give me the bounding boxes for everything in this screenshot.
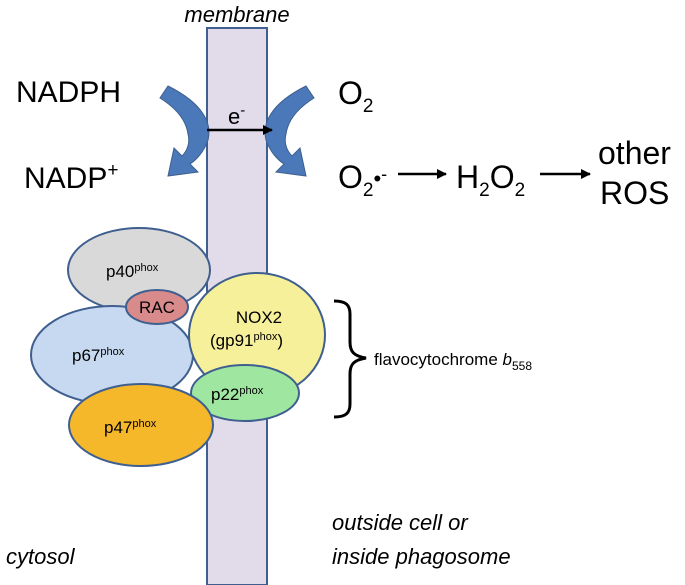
electron-label: e-	[228, 102, 245, 129]
nadph-label: NADPH	[16, 76, 121, 109]
cytosol-label: cytosol	[6, 544, 76, 569]
rac-ellipse	[125, 289, 189, 325]
p67-phox-label: p67phox	[72, 346, 125, 365]
p22-phox-label: p22phox	[211, 385, 264, 404]
nadph-curved-arrow	[159, 85, 210, 177]
flavocytochrome-brace	[333, 299, 367, 419]
p40-phox-label: p40phox	[106, 262, 159, 281]
nox2-label: NOX2	[236, 308, 282, 327]
p22-phox-ellipse	[190, 364, 300, 422]
flavocytochrome-label: flavocytochrome b558	[374, 350, 532, 373]
oxygen-curved-arrow	[264, 85, 315, 177]
outside-cell-label-line1: outside cell or	[332, 510, 469, 535]
p47-phox-ellipse	[68, 383, 214, 467]
hydrogen-peroxide-label: H2O2	[456, 159, 525, 201]
rac-label: RAC	[139, 298, 175, 317]
p47-phox-label: p47phox	[104, 418, 157, 437]
other-label: other	[598, 135, 671, 171]
ros-label: ROS	[600, 175, 669, 211]
gp91-phox-label: (gp91phox)	[210, 331, 283, 350]
membrane-label: membrane	[184, 2, 289, 27]
superoxide-label: O2•-	[338, 159, 387, 201]
outside-cell-label-line2: inside phagosome	[332, 544, 511, 569]
oxygen-label: O2	[338, 75, 373, 117]
nadp-label: NADP+	[24, 160, 118, 195]
